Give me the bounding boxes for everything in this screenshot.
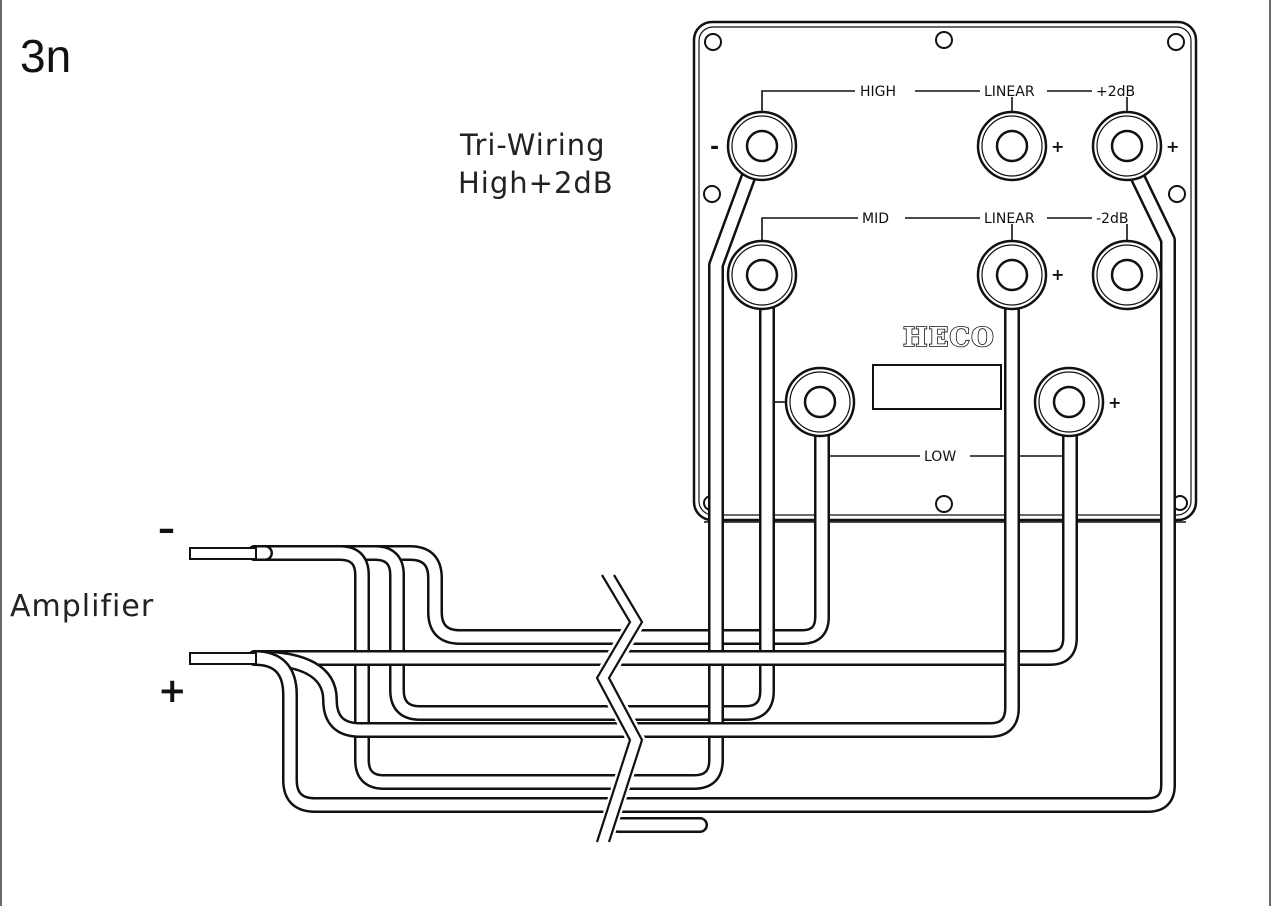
mounting-hole	[704, 33, 722, 51]
label-high: HIGH	[860, 84, 896, 100]
mounting-hole	[935, 31, 953, 49]
cable-break-line	[607, 574, 644, 843]
terminal-mid-minus-2db	[1091, 239, 1163, 311]
label-linear-mid: LINEAR	[984, 211, 1035, 227]
label-mid: MID	[862, 211, 889, 227]
amp-minus-lead	[189, 547, 257, 560]
label-low: LOW	[924, 449, 956, 465]
label-minus-2db: -2dB	[1096, 211, 1128, 227]
mounting-hole	[935, 495, 953, 513]
polarity-plus-low: +	[1108, 393, 1121, 412]
label-linear-high: LINEAR	[984, 84, 1035, 100]
terminal-high-linear	[976, 110, 1048, 182]
figure-number: 3n	[20, 30, 71, 82]
title-line-2: High+2dB	[458, 166, 614, 200]
amp-minus-sign: –	[158, 509, 175, 549]
mounting-hole	[1168, 185, 1186, 203]
speaker-cables	[189, 170, 1176, 845]
terminal-mid-linear	[976, 239, 1048, 311]
panel-inner-outline	[698, 26, 1192, 516]
cable-break-line	[595, 574, 632, 843]
terminal-low-minus	[784, 366, 856, 438]
terminal-high-minus	[726, 110, 798, 182]
polarity-plus-high-2db: +	[1166, 137, 1179, 156]
polarity-minus: -	[710, 135, 719, 160]
polarity-plus-high-linear: +	[1051, 137, 1064, 156]
title-line-1: Tri-Wiring	[459, 128, 606, 162]
amp-plus-sign: +	[158, 671, 187, 711]
label-plus-2db: +2dB	[1096, 84, 1135, 100]
amplifier-label: Amplifier	[10, 589, 154, 624]
terminal-high-plus-2db	[1091, 110, 1163, 182]
terminals: - + + + +	[710, 110, 1179, 438]
terminal-low-plus	[1033, 366, 1105, 438]
bus-lines	[704, 90, 1186, 523]
mounting-hole	[703, 185, 721, 203]
amp-plus-lead	[189, 652, 257, 665]
terminal-mid-minus	[726, 239, 798, 311]
nameplate	[872, 364, 1002, 410]
mounting-hole	[1167, 33, 1185, 51]
heco-logo: HECO	[903, 323, 995, 353]
polarity-plus-mid-linear: +	[1051, 265, 1064, 284]
